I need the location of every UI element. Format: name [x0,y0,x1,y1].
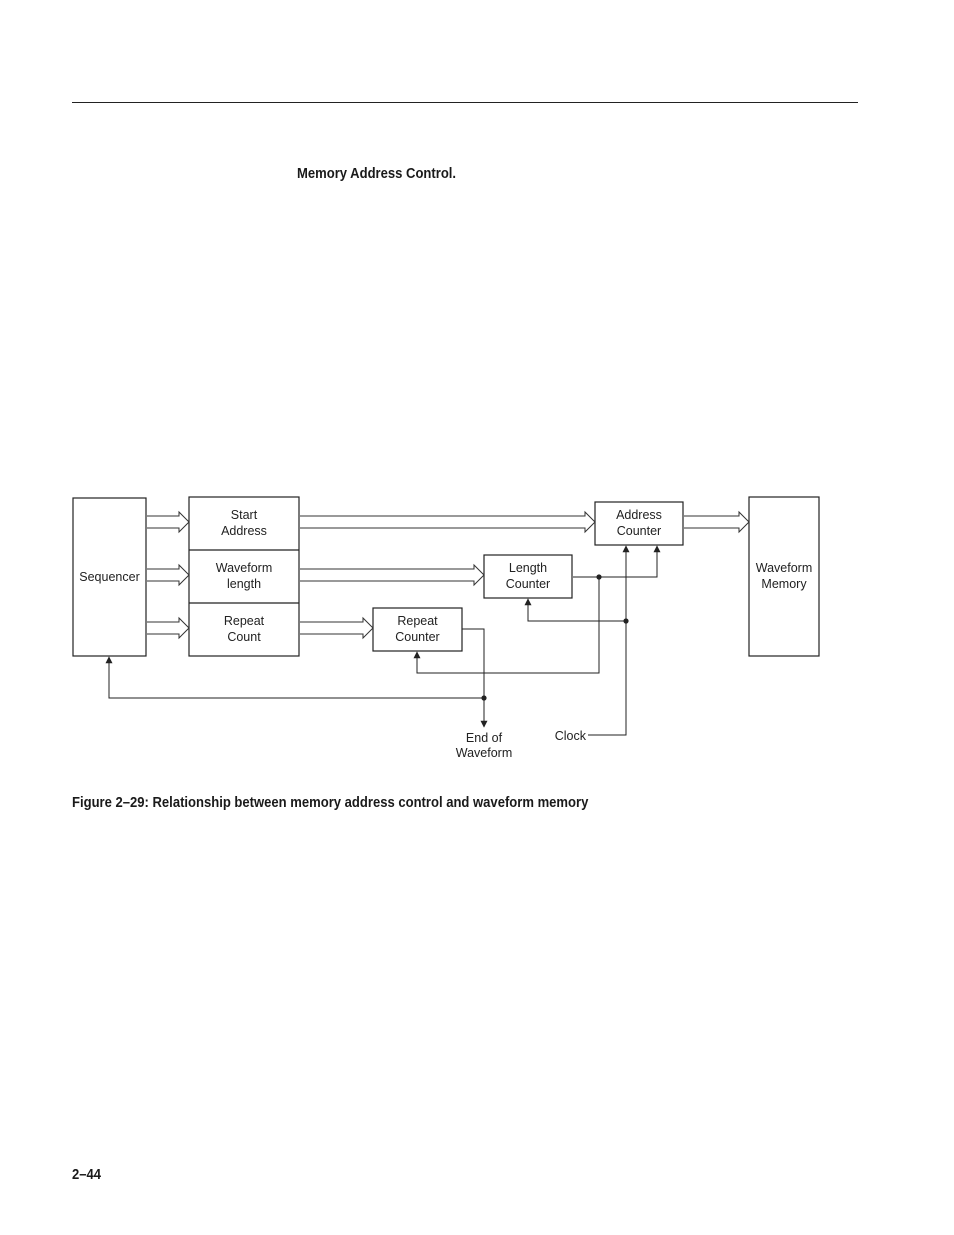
bus-sequencer-to-start-address [147,510,190,534]
repeat-counter-block: Repeat Counter [372,607,463,652]
junction-dot-clock [623,618,629,624]
waveform-memory-label-line1: Waveform [756,561,813,575]
junction-dot-length-out [596,574,602,580]
start-address-label-line2: Address [221,524,267,538]
address-counter-label-line1: Address [616,508,662,522]
bus-start-address-to-address-counter [300,510,596,534]
start-address-register: Start Address [221,508,267,538]
page-number: 2–44 [72,1167,102,1183]
address-counter-block: Address Counter [594,501,684,546]
length-counter-label-line2: Counter [506,577,550,591]
start-address-label-line1: Start [231,508,258,522]
wire-clock-to-address-counter [588,545,630,736]
end-of-waveform-label-line2: Waveform [456,746,513,760]
register-stack [188,496,300,657]
repeat-counter-label-line1: Repeat [397,614,438,628]
top-rule [72,102,858,103]
bus-sequencer-to-waveform-length [147,563,190,587]
length-counter-label-line1: Length [509,561,547,575]
bus-address-counter-to-waveform-memory [684,510,750,534]
wire-length-counter-to-address-counter [599,545,661,578]
repeat-counter-label-line2: Counter [395,630,439,644]
repeat-count-label-line1: Repeat [224,614,265,628]
wire-repeat-counter-to-end-of-waveform [462,628,488,728]
clock-label: Clock [555,729,587,743]
sequencer-block: Sequencer [72,497,147,657]
junction-dot-feedback [481,695,487,701]
repeat-count-label-line2: Count [227,630,261,644]
waveform-memory-label-line2: Memory [761,577,807,591]
bus-repeat-count-to-repeat-counter [300,616,374,640]
waveform-length-label-line2: length [227,577,261,591]
wire-feedback-to-sequencer [105,656,484,699]
wire-clock-to-length-counter [524,598,626,622]
section-heading: Memory Address Control. [297,166,457,182]
repeat-count-register: Repeat Count [224,614,265,644]
figure-caption: Figure 2–29: Relationship between memory… [72,795,589,811]
sequencer-label: Sequencer [79,570,139,584]
bus-waveform-length-to-length-counter [300,563,485,587]
address-counter-label-line2: Counter [617,524,661,538]
bus-sequencer-to-repeat-count [147,616,190,640]
waveform-length-label-line1: Waveform [216,561,273,575]
length-counter-block: Length Counter [483,554,573,599]
waveform-memory-block: Waveform Memory [748,496,820,657]
waveform-length-register: Waveform length [216,561,273,591]
end-of-waveform-label-line1: End of [466,731,503,745]
wire-length-counter-to-repeat-counter [413,576,600,674]
